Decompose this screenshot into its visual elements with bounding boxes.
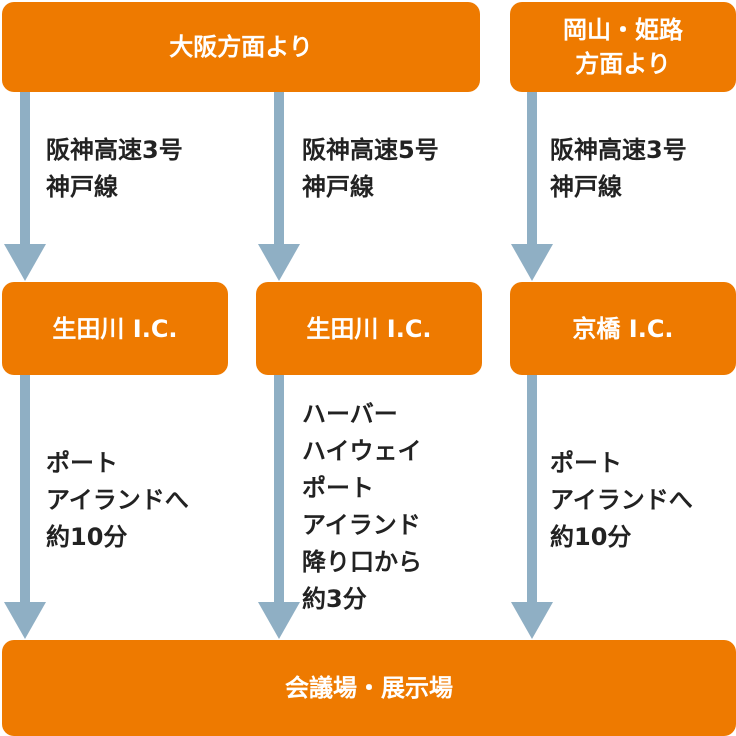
route2-expressway-label: 阪神高速5号 神戸線 <box>302 136 439 201</box>
arrow-route2-ic-to-venue <box>258 375 300 639</box>
arrow-route1-ic-to-venue <box>4 375 46 639</box>
route1-to-venue-label: ポート アイランドへ 約10分 <box>46 449 189 551</box>
route1-interchange-box: 生田川 I.C. <box>2 282 228 375</box>
route3-expressway-label: 阪神高速3号 神戸線 <box>550 136 687 201</box>
osaka-origin-box: 大阪方面より <box>2 2 480 92</box>
route3-interchange-box: 京橋 I.C. <box>510 282 736 375</box>
route1-expressway-label: 阪神高速3号 神戸線 <box>46 136 183 201</box>
venue-destination-box: 会議場・展示場 <box>2 640 736 736</box>
arrow-route3-ic-to-venue <box>511 375 553 639</box>
route2-to-venue-label: ハーバー ハイウェイ ポート アイランド 降り口から 約3分 <box>302 400 422 613</box>
arrow-osaka-to-route2-ic <box>258 92 300 281</box>
arrow-okayama-to-route3-ic <box>511 92 553 281</box>
arrow-osaka-to-route1-ic <box>4 92 46 281</box>
okayama-himeji-origin-box: 岡山・姫路 方面より <box>510 2 736 92</box>
route2-interchange-box: 生田川 I.C. <box>256 282 482 375</box>
route3-to-venue-label: ポート アイランドへ 約10分 <box>550 449 693 551</box>
